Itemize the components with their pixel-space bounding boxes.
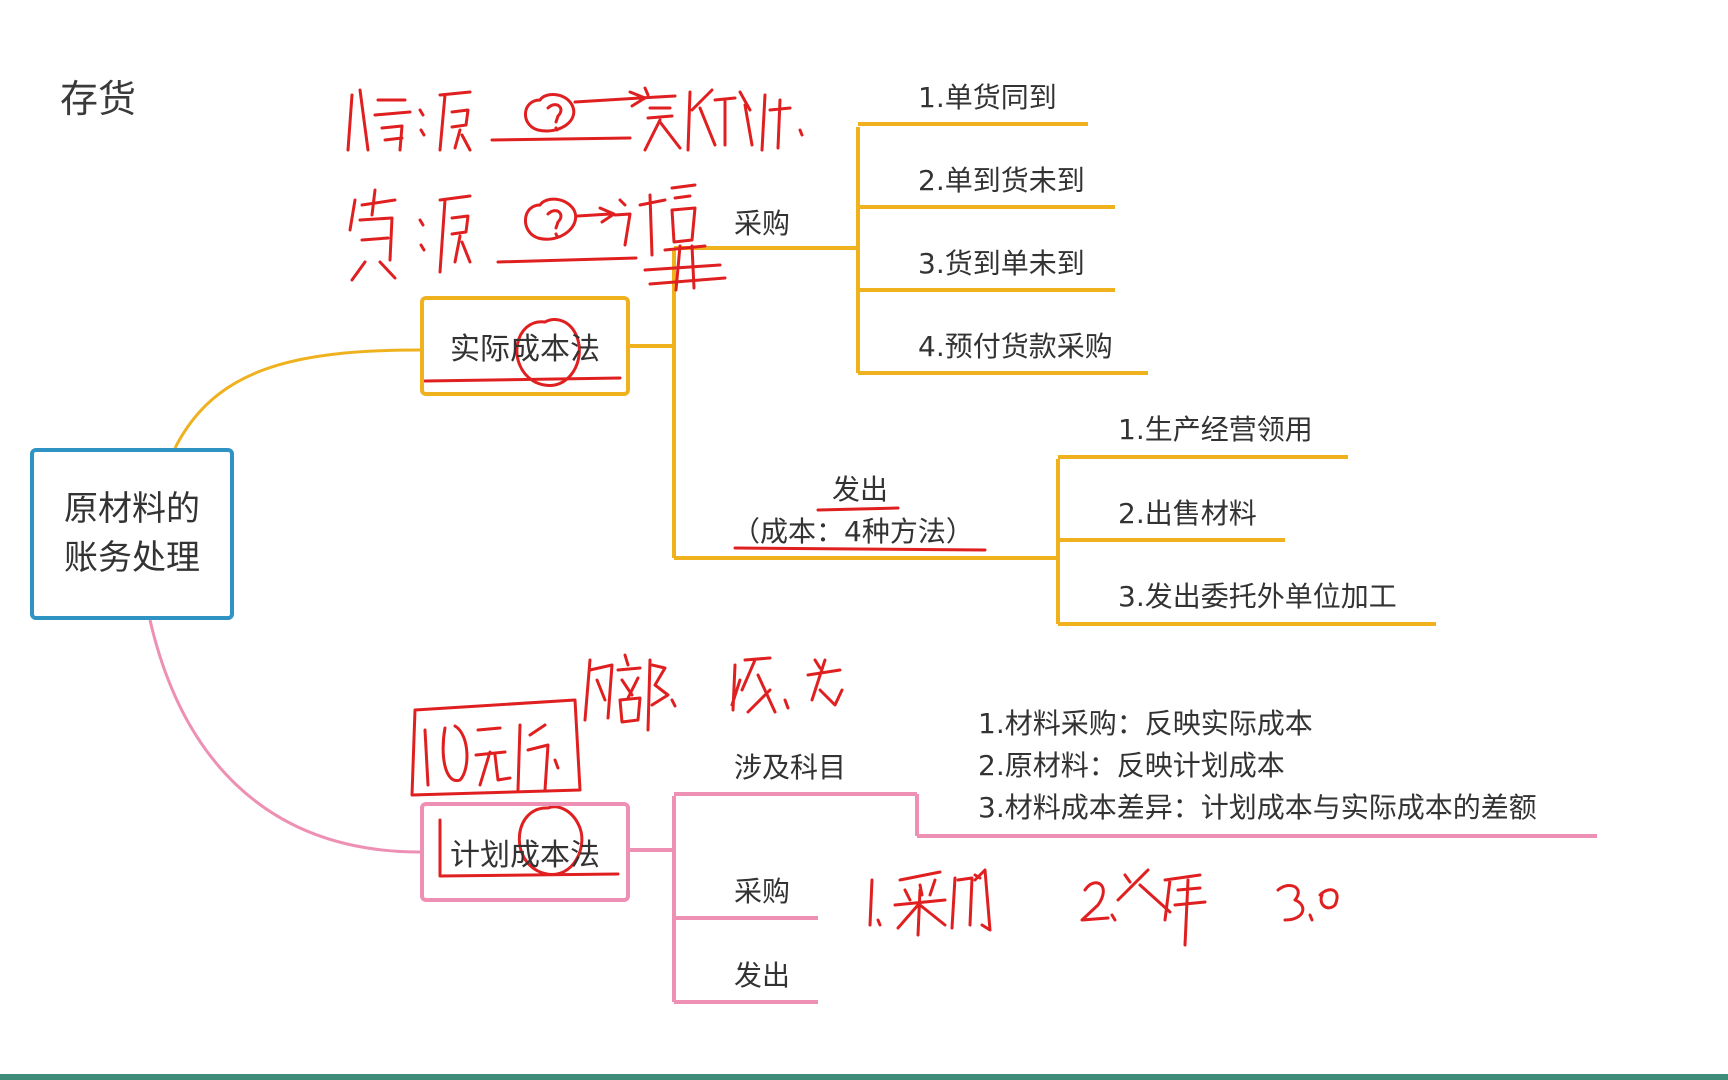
- handwriting-jie-yuan: [346, 88, 472, 152]
- purchase-item-4[interactable]: 4.预付货款采购: [918, 330, 1113, 363]
- handwriting-10yuan-jin: [423, 723, 560, 792]
- handwriting-shou-fa: [730, 656, 844, 714]
- purchase-item-3[interactable]: 3.货到单未到: [918, 247, 1085, 280]
- handwritten-annotations: [346, 86, 1339, 947]
- issue-item-1[interactable]: 1.生产经营领用: [1118, 413, 1313, 446]
- planned-cost-node[interactable]: 计划成本法: [420, 802, 630, 902]
- handwriting-box-10yuan: [410, 698, 582, 797]
- actual-cost-label: 实际成本法: [450, 332, 600, 367]
- issue-item-3[interactable]: 3.发出委托外单位加工: [1118, 580, 1397, 613]
- root-node-line2: 账务处理: [64, 538, 200, 578]
- handwriting-3: [1276, 884, 1339, 922]
- connector-root-planned: [148, 619, 421, 854]
- account-item-1[interactable]: 1.材料采购：反映实际成本: [978, 707, 1313, 740]
- bottom-progress-bar: [0, 1074, 1728, 1080]
- planned-cost-connectors: [630, 792, 1597, 1004]
- handwriting-circle-cheng: [515, 317, 581, 387]
- actual-issue-node[interactable]: 发出: [832, 473, 889, 506]
- actual-cost-node[interactable]: 实际成本法: [420, 296, 630, 396]
- handwriting-jisuan: [613, 183, 707, 292]
- planned-accounts-node[interactable]: 涉及科目: [734, 751, 847, 784]
- handwriting-2-ruku: [1080, 868, 1207, 947]
- account-item-3[interactable]: 3.材料成本差异：计划成本与实际成本的差额: [978, 791, 1537, 824]
- handwriting-underline-actual: [423, 376, 622, 383]
- root-node[interactable]: 原材料的 账务处理: [30, 448, 234, 620]
- account-item-2[interactable]: 2.原材料：反映计划成本: [978, 749, 1285, 782]
- purchase-item-2[interactable]: 2.单到货未到: [918, 164, 1085, 197]
- purchase-item-1[interactable]: 1.单货同到: [918, 81, 1057, 114]
- planned-issue-node[interactable]: 发出: [734, 959, 791, 992]
- handwriting-dai-yuan: [348, 188, 472, 282]
- handwriting-circle-cheng-2: [517, 805, 584, 876]
- root-node-line1: 原材料的: [64, 488, 200, 529]
- actual-cost-connectors: [630, 122, 1436, 626]
- actual-issue-sublabel: （成本：4种方法）: [732, 515, 974, 548]
- planned-cost-label: 计划成本法: [450, 838, 600, 873]
- issue-item-2[interactable]: 2.出售材料: [1118, 497, 1257, 530]
- page-title: 存货: [60, 77, 137, 121]
- actual-purchase-node[interactable]: 采购: [734, 207, 791, 240]
- handwriting-1-caigou: [868, 868, 992, 937]
- planned-purchase-node[interactable]: 采购: [734, 875, 791, 908]
- handwriting-circle-question-1: [524, 90, 647, 133]
- handwriting-neibu: [583, 653, 677, 732]
- handwriting-circle-question-2: [524, 197, 616, 241]
- connector-root-actual: [173, 348, 421, 449]
- handwriting-shiji-zhifu: [638, 86, 804, 152]
